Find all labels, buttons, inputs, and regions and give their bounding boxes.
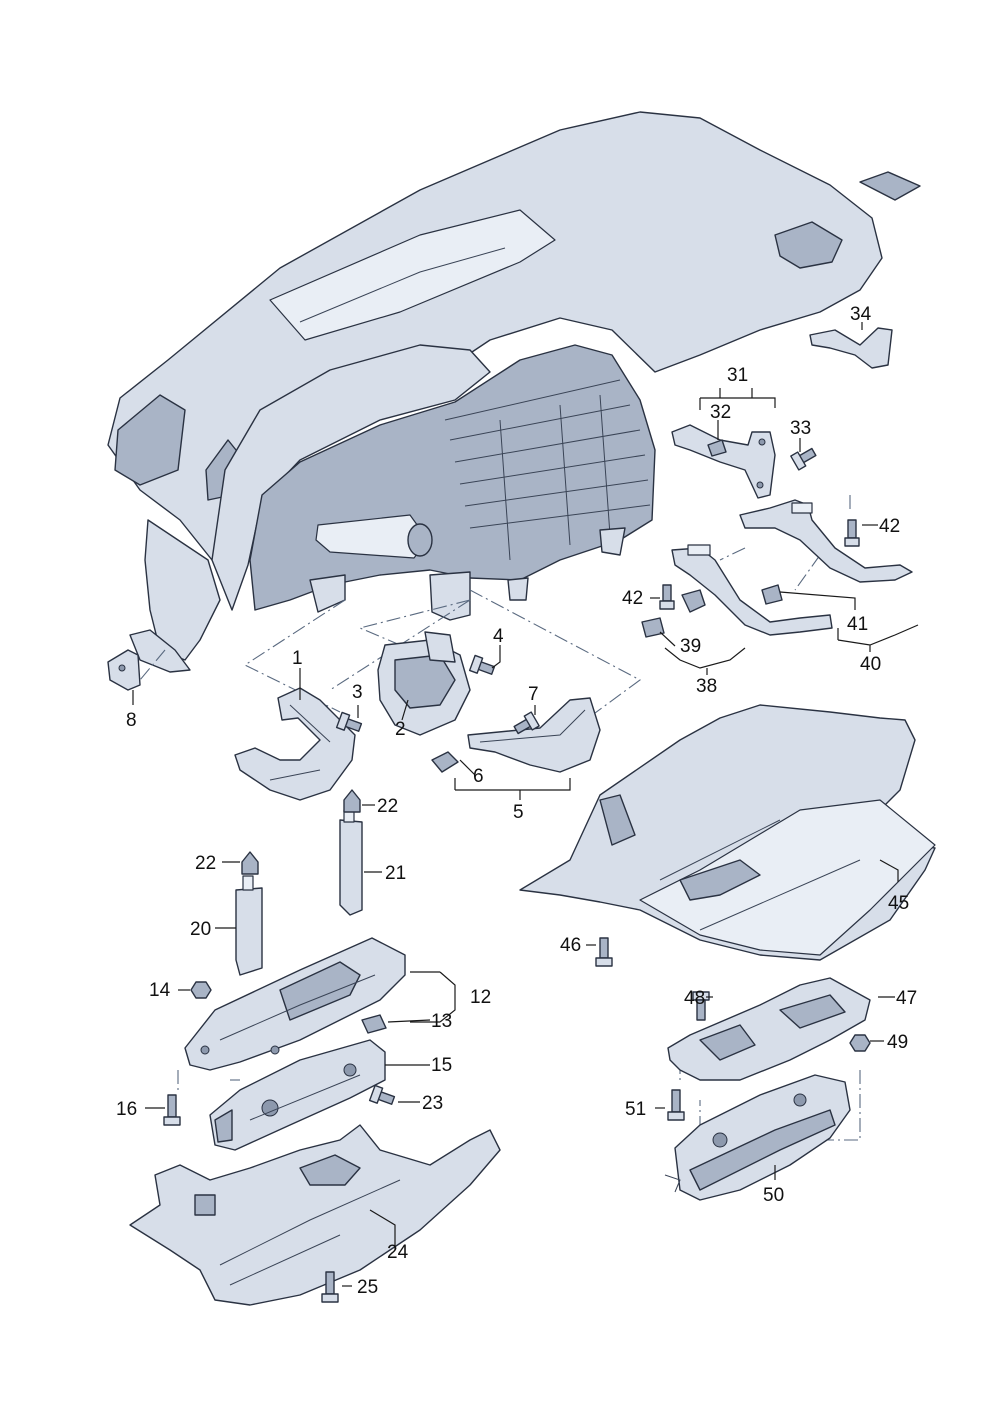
part-22-cap-b	[241, 851, 259, 875]
part-40-bracket	[739, 499, 913, 583]
callout-38: 38	[696, 676, 717, 697]
callout-16: 16	[116, 1099, 137, 1120]
callout-24: 24	[387, 1242, 409, 1263]
callout-46: 46	[560, 935, 581, 956]
callout-5: 5	[513, 802, 524, 823]
callout-33: 33	[790, 418, 811, 439]
callout-20: 20	[190, 919, 211, 940]
callout-45: 45	[888, 893, 909, 914]
callout-48: 48	[684, 988, 705, 1009]
callout-8: 8	[126, 710, 137, 731]
callout-42-left: 42	[622, 588, 643, 609]
callout-49: 49	[887, 1032, 908, 1053]
part-1-bracket	[234, 687, 356, 801]
callout-32: 32	[710, 402, 731, 423]
callout-3: 3	[352, 682, 363, 703]
part-12-bracket-plate	[184, 937, 406, 1071]
part-39-clip	[641, 617, 665, 638]
part-13-clip	[361, 1014, 387, 1034]
callout-51: 51	[625, 1099, 646, 1120]
callout-21: 21	[385, 863, 406, 884]
callout-40: 40	[860, 654, 881, 675]
part-47-bracket	[667, 977, 871, 1081]
callout-41: 41	[847, 614, 868, 635]
callout-7: 7	[528, 684, 539, 705]
part-8-bracket	[107, 649, 141, 691]
part-41-clip	[761, 584, 783, 605]
callout-23: 23	[422, 1093, 443, 1114]
callout-14: 14	[149, 980, 171, 1001]
callout-2: 2	[395, 719, 406, 740]
part-24-lower-panel	[129, 1124, 501, 1306]
part-38-bracket	[671, 544, 833, 636]
part-45-glove-box	[519, 704, 936, 961]
callout-31: 31	[727, 365, 748, 386]
callout-47: 47	[896, 988, 917, 1009]
callout-13: 13	[431, 1011, 452, 1032]
part-31-bracket	[671, 424, 776, 499]
callout-22-upper: 22	[377, 796, 398, 817]
callout-25: 25	[357, 1277, 378, 1298]
callout-4: 4	[493, 626, 504, 647]
part-34-bracket	[809, 327, 893, 369]
callout-42-right: 42	[879, 516, 900, 537]
part-20-strut	[235, 875, 263, 976]
callout-1: 1	[292, 648, 303, 669]
callout-39: 39	[680, 636, 701, 657]
part-32-clip	[707, 439, 727, 457]
leader-lines	[132, 322, 919, 1287]
callout-15: 15	[431, 1055, 452, 1076]
part-5-bracket	[431, 697, 601, 773]
callout-labels: 1 2 3 4 5 6 7 8 12 13 14 15 16 20 21 22 …	[116, 304, 917, 1298]
part-21-strut	[339, 809, 363, 916]
part-50-airbag-module	[664, 1074, 851, 1201]
dashboard-panel	[107, 111, 921, 673]
part-2-bracket	[377, 631, 471, 736]
callout-50: 50	[763, 1185, 784, 1206]
part-22-cap-a	[343, 789, 361, 813]
part-15-module	[209, 1039, 386, 1151]
callout-12: 12	[470, 987, 491, 1008]
callout-6: 6	[473, 766, 484, 787]
callout-22-lower: 22	[195, 853, 216, 874]
bolt-icon	[163, 447, 871, 1303]
callout-34: 34	[850, 304, 872, 325]
